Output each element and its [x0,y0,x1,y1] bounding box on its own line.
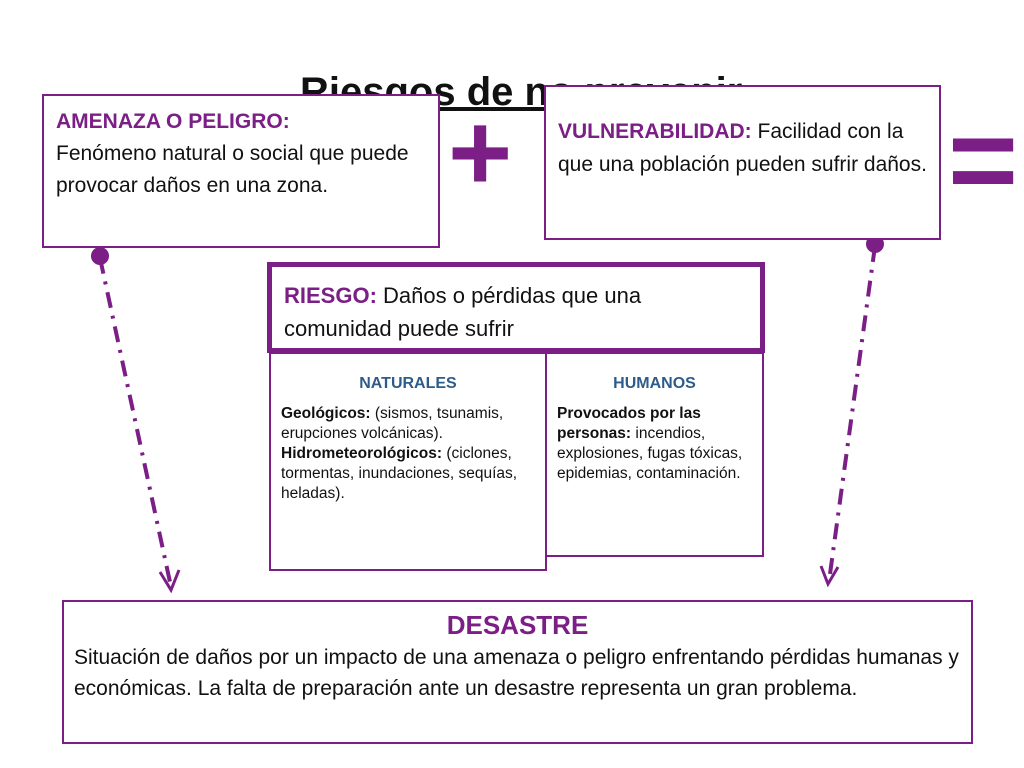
riesgo-box: RIESGO: Daños o pérdidas que una comunid… [267,262,765,353]
connector-left [98,257,172,583]
amenaza-box: AMENAZA O PELIGRO: Fenómeno natural o so… [42,94,440,248]
naturales-heading: NATURALES [359,375,457,392]
amenaza-label: AMENAZA O PELIGRO: [56,110,290,133]
humanos-content: Provocados por las personas: incendios, … [557,404,752,484]
humanos-label: Provocados por las personas: [557,405,701,442]
hidrometeorologicos-text: (ciclones, tormentas, inundaciones, sequ… [281,445,518,502]
vulnerabilidad-box: VULNERABILIDAD: Facilidad con la que una… [544,85,941,240]
humanos-text: incendios, explosiones, fugas tóxicas, e… [557,425,743,482]
plus-symbol: + [448,91,513,214]
riesgo-text: Daños o pérdidas que una comunidad puede… [284,283,642,341]
naturales-content: Geológicos: (sismos, tsunamis, erupcione… [281,404,535,504]
connector-right [828,245,877,575]
riesgo-label: RIESGO: [284,283,377,308]
connector-right-arrowhead [819,565,840,588]
hidrometeorologicos-label: Hidrometeorológicos: [281,445,443,462]
amenaza-text: Fenómeno natural o social que puede prov… [56,142,409,197]
desastre-text: Situación de daños por un impacto de una… [74,646,959,700]
vulnerabilidad-text: Facilidad con la que una población puede… [558,120,927,176]
naturales-box: NATURALES Geológicos: (sismos, tsunamis,… [269,352,547,571]
geologicos-text: (sismos, tsunamis, erupciones volcánicas… [281,405,504,442]
geologicos-label: Geológicos: [281,405,371,422]
humanos-box: HUMANOS Provocados por las personas: inc… [545,352,764,557]
desastre-box: DESASTRE Situación de daños por un impac… [62,600,973,744]
connector-left-dot [91,247,109,265]
humanos-heading: HUMANOS [613,375,696,392]
connector-left-arrowhead [158,569,181,594]
vulnerabilidad-label: VULNERABILIDAD: [558,120,752,143]
desastre-heading: DESASTRE [446,610,589,640]
equals-symbol: = [948,93,1019,227]
